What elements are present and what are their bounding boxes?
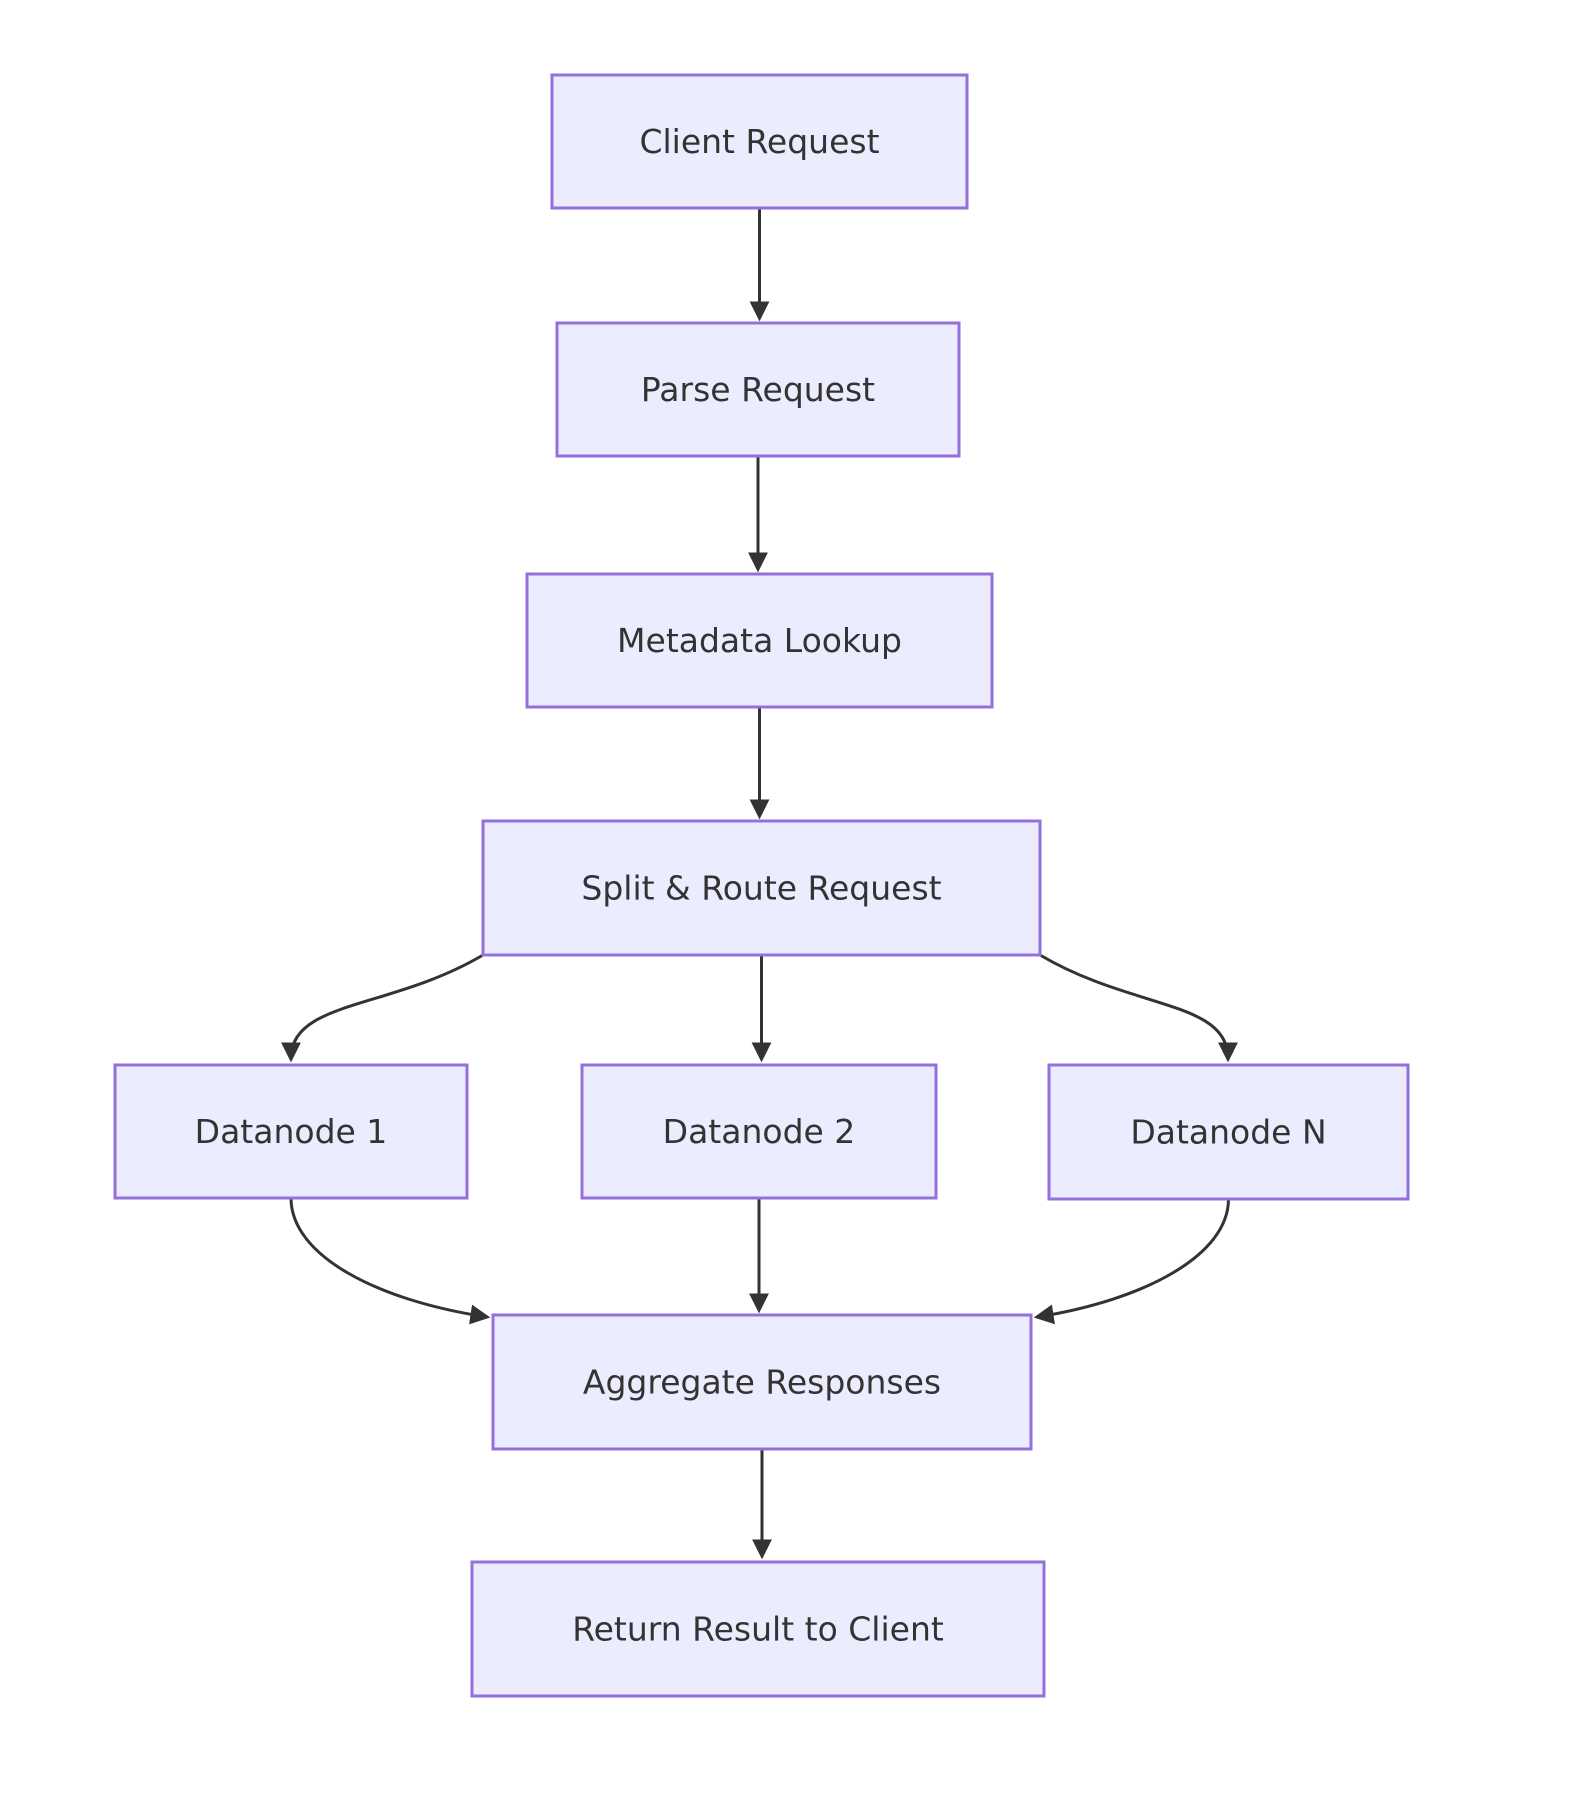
node-label: Metadata Lookup — [617, 621, 902, 660]
node-return-result-to-client: Return Result to Client — [470, 1560, 1046, 1698]
node-client-request: Client Request — [550, 73, 969, 210]
edge-split-to-datanodeN — [1039, 953, 1238, 1063]
node-datanode-1: Datanode 1 — [113, 1063, 469, 1200]
node-datanode-2: Datanode 2 — [580, 1063, 938, 1200]
node-split-route-request: Split & Route Request — [481, 819, 1042, 957]
node-label: Aggregate Responses — [583, 1363, 941, 1402]
node-box — [580, 1063, 938, 1200]
node-box — [491, 1313, 1033, 1451]
node-box — [481, 819, 1042, 957]
edge-layer — [281, 208, 1238, 1560]
node-label: Datanode N — [1130, 1113, 1326, 1152]
node-box — [555, 321, 961, 458]
node-label: Return Result to Client — [572, 1610, 944, 1649]
edge-datanodeN-to-aggregate — [1033, 1198, 1230, 1325]
node-label: Parse Request — [641, 370, 875, 409]
node-label: Split & Route Request — [581, 869, 941, 908]
node-box — [550, 73, 969, 210]
node-box — [113, 1063, 469, 1200]
node-label: Datanode 1 — [195, 1112, 388, 1151]
node-aggregate-responses: Aggregate Responses — [491, 1313, 1033, 1451]
node-box — [1047, 1063, 1410, 1201]
node-datanode-n: Datanode N — [1047, 1063, 1410, 1201]
edge-split-to-datanode1 — [281, 953, 484, 1063]
node-label: Datanode 2 — [663, 1112, 856, 1151]
node-box — [525, 572, 994, 709]
edge-datanode1-to-aggregate — [289, 1197, 491, 1325]
node-label: Client Request — [639, 122, 879, 161]
node-metadata-lookup: Metadata Lookup — [525, 572, 994, 709]
node-box — [470, 1560, 1046, 1698]
node-parse-request: Parse Request — [555, 321, 961, 458]
